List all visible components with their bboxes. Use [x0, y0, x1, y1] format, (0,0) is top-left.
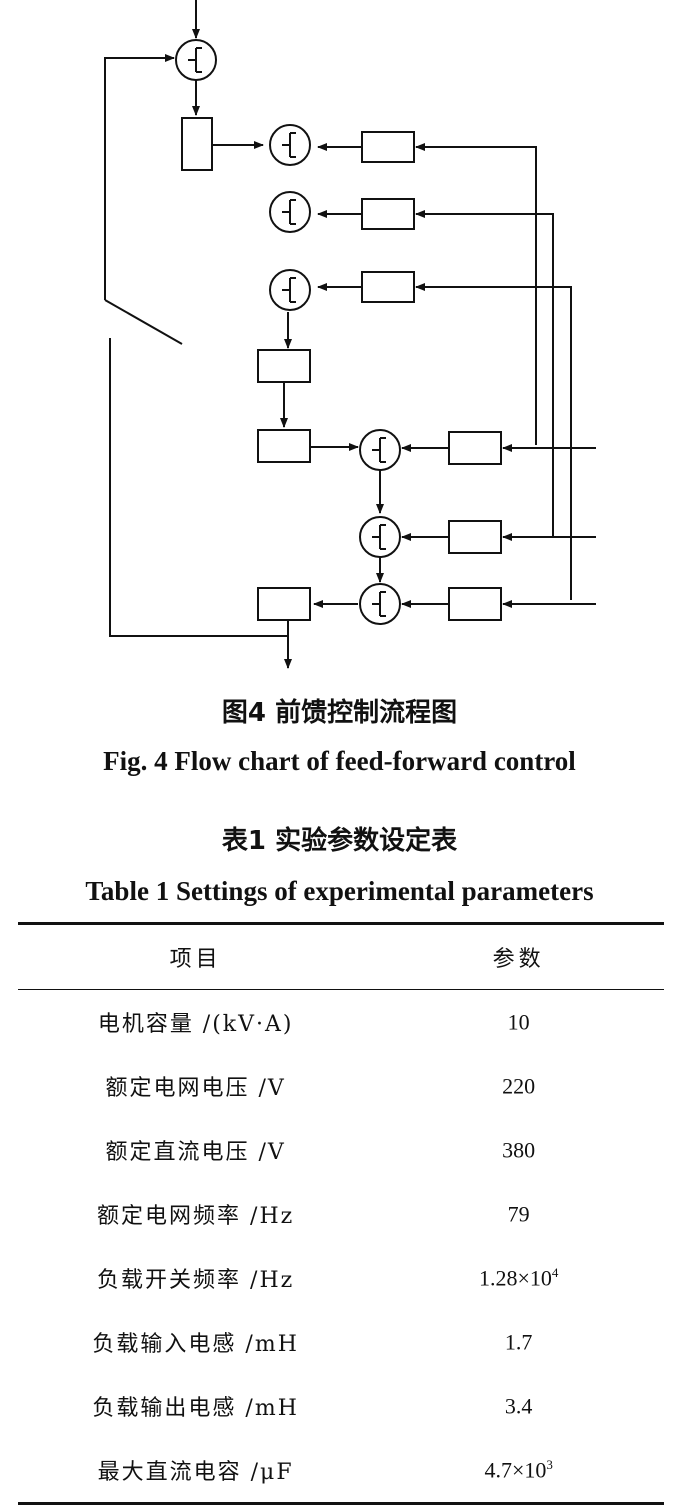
table-caption-cn: 表1 实验参数设定表: [221, 826, 458, 856]
row-item: 额定电网频率 /Hz: [97, 1204, 295, 1229]
row-value: 1.28×104: [478, 1264, 559, 1291]
table-row: 额定电网电压 /V 220: [18, 1054, 664, 1118]
header-item: 项目: [169, 947, 222, 972]
feed-forward-flow-diagram: [104, 0, 596, 669]
row-value: 380: [502, 1137, 536, 1163]
row-item: 负载输入电感 /mH: [92, 1332, 299, 1357]
row-value: 220: [502, 1073, 536, 1099]
row-item: 额定电网电压 /V: [105, 1076, 286, 1101]
header-value: 参数: [492, 947, 545, 972]
figure-caption-en: Fig. 4 Flow chart of feed-forward contro…: [103, 746, 576, 776]
parameters-table: 项目 参数 电机容量 /(kV·A) 10 额定电网电压 /V 220 额定直流…: [18, 922, 664, 1505]
row-item: 负载开关频率 /Hz: [97, 1268, 295, 1293]
row-value: 10: [507, 1009, 530, 1035]
table-row: 负载输出电感 /mH 3.4: [18, 1374, 664, 1438]
block-controller: [181, 117, 213, 171]
row-value: 3.4: [504, 1393, 533, 1419]
table-row: 最大直流电容 /μF 4.7×103: [18, 1438, 664, 1504]
table-caption-en: Table 1 Settings of experimental paramet…: [85, 876, 594, 906]
row-item: 电机容量 /(kV·A): [97, 1012, 294, 1037]
table-row: 额定直流电压 /V 380: [18, 1118, 664, 1182]
figure-caption-cn: 图4 前馈控制流程图: [221, 698, 458, 728]
row-item: 最大直流电容 /μF: [97, 1460, 294, 1485]
row-item: 负载输出电感 /mH: [92, 1396, 299, 1421]
table-row: 负载开关频率 /Hz 1.28×104: [18, 1246, 664, 1310]
row-value: 1.7: [504, 1329, 533, 1355]
table-row: 电机容量 /(kV·A) 10: [18, 990, 664, 1055]
row-value: 4.7×103: [484, 1456, 553, 1483]
row-item: 额定直流电压 /V: [105, 1140, 286, 1165]
row-value: 79: [507, 1201, 530, 1227]
table-header-row: 项目 参数: [18, 923, 664, 990]
table-row: 额定电网频率 /Hz 79: [18, 1182, 664, 1246]
table-row: 负载输入电感 /mH 1.7: [18, 1310, 664, 1374]
